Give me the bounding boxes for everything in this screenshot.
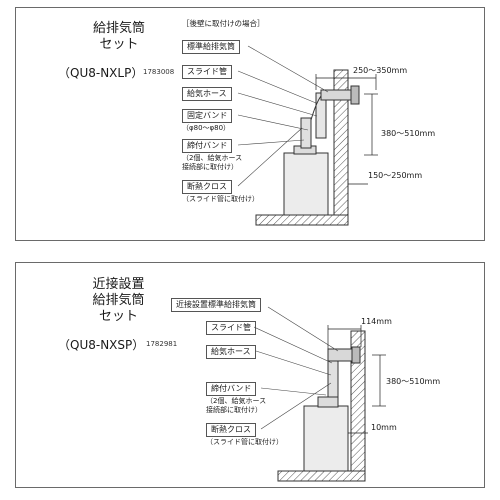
heater-unit bbox=[283, 152, 329, 216]
label-insulation-cloth-2: 断熱クロス bbox=[206, 423, 256, 437]
panel1-model: （QU8-NXLP） bbox=[58, 66, 144, 80]
tightening-band-note-2-2: 接続部に取付け） bbox=[206, 406, 262, 414]
heater-top-port-2 bbox=[317, 396, 339, 408]
dim-horizontal-bottom-2: 10mm bbox=[371, 423, 397, 432]
leader-standard-vent-pipe bbox=[247, 45, 329, 93]
leader-tightening-band bbox=[237, 139, 305, 146]
leader-intake-hose bbox=[237, 92, 318, 117]
label-intake-hose-2: 給気ホース bbox=[206, 345, 256, 359]
panel2-title: 近接設置 給排気筒 セット bbox=[71, 277, 166, 325]
leader-insulation-cloth-2 bbox=[260, 382, 332, 430]
dim-horizontal-top: 250～350mm bbox=[353, 66, 408, 75]
panel2-title-line1: 近接設置 bbox=[92, 277, 145, 292]
insulation-cloth-note: （スライド管に取付け） bbox=[182, 195, 259, 203]
label-tightening-band-2: 締付バンド bbox=[206, 382, 257, 396]
label-standard-vent-pipe: 標準給排気筒 bbox=[182, 40, 240, 54]
leader-slide-pipe bbox=[237, 70, 317, 104]
horizontal-vent-pipe bbox=[320, 89, 352, 101]
label-intake-hose: 給気ホース bbox=[182, 87, 232, 101]
label-insulation-cloth: 断熱クロス bbox=[182, 180, 232, 194]
insulation-cloth-note-2: （スライド管に取付け） bbox=[206, 438, 283, 446]
tightening-band-note-2-1: （2個、給気ホース bbox=[206, 397, 267, 405]
label-slide-pipe: スライド管 bbox=[182, 65, 232, 79]
dim-horizontal-top-2: 114mm bbox=[361, 317, 392, 326]
leader-intake-hose-2 bbox=[255, 350, 332, 376]
floor-section bbox=[255, 214, 349, 226]
panel2-title-line2: 給排気筒 bbox=[92, 293, 145, 308]
tightening-band-note-1: （2個、給気ホース bbox=[182, 154, 243, 162]
heater-unit-2 bbox=[303, 405, 349, 472]
panel2-installation-diagram bbox=[253, 306, 386, 482]
dim-horizontal-bottom: 150～250mm bbox=[368, 171, 423, 180]
panel1-code: 1783008 bbox=[143, 68, 175, 76]
fixing-band-spec: （φ80～φ80） bbox=[182, 124, 231, 132]
panel1-installation-diagram bbox=[237, 45, 378, 226]
tightening-band-note-2: 接続部に取付け） bbox=[182, 163, 238, 171]
vent-set-panel-qu8-nxlp: 給排気筒 セット （QU8-NXLP） 1783008 ［後壁に取付けの場合］ … bbox=[15, 7, 485, 241]
leader-slide-pipe-2 bbox=[253, 326, 333, 364]
panel2-model: （QU8-NXSP） bbox=[58, 338, 145, 352]
label-close-standard-vent-pipe: 近接設置標準給排気筒 bbox=[171, 298, 261, 312]
slide-pipe-2 bbox=[327, 360, 339, 398]
floor-section-2 bbox=[277, 470, 366, 482]
dim-vertical: 380～510mm bbox=[381, 129, 436, 138]
panel1-title-line1: 給排気筒 bbox=[92, 21, 145, 36]
leader-tightening-band-2 bbox=[260, 387, 327, 396]
panel1-title-line2: セット bbox=[99, 37, 139, 52]
label-fixing-band: 固定バンド bbox=[182, 109, 233, 123]
leader-insulation-cloth bbox=[237, 127, 303, 187]
panel1-install-note: ［後壁に取付けの場合］ bbox=[182, 19, 265, 28]
leader-close-standard-vent-pipe bbox=[267, 306, 339, 352]
panel2-code: 1782981 bbox=[146, 340, 178, 348]
panel1-title: 給排気筒 セット bbox=[74, 21, 164, 53]
label-tightening-band: 締付バンド bbox=[182, 139, 233, 153]
label-slide-pipe-2: スライド管 bbox=[206, 321, 256, 335]
leader-fixing-band bbox=[237, 114, 309, 131]
dim-vertical-2: 380～510mm bbox=[386, 377, 441, 386]
panel2-title-line3: セット bbox=[98, 309, 138, 324]
vent-set-panel-qu8-nxsp: 近接設置 給排気筒 セット （QU8-NXSP） 1782981 近接設置標準給… bbox=[15, 262, 485, 488]
vent-terminal bbox=[350, 85, 360, 105]
slide-pipe bbox=[300, 117, 312, 149]
horizontal-vent-pipe-2 bbox=[327, 348, 353, 362]
vent-terminal-2 bbox=[351, 346, 361, 364]
